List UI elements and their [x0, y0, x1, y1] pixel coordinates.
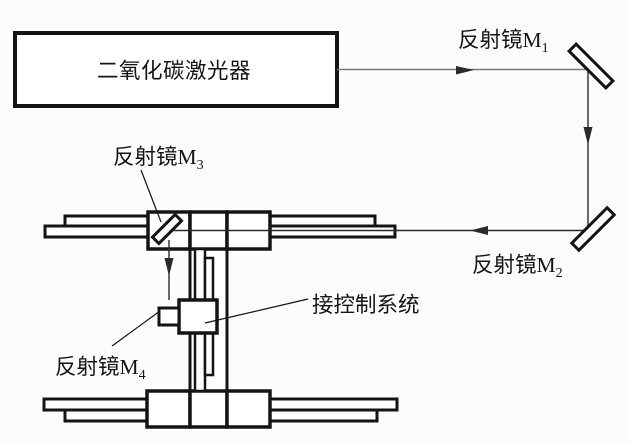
mirror-m4-housing: [157, 306, 181, 327]
beam-arrowhead-down2-icon: [164, 258, 174, 276]
beam-arrowhead-down1-icon: [583, 127, 593, 145]
label-mirror-m1: 反射镜M1: [458, 28, 549, 56]
rail-bottom-left-inner: [42, 397, 149, 412]
column-bottom-block: [188, 389, 229, 429]
bottom-right-block: [225, 389, 272, 429]
beam-arrowhead-right-icon: [456, 66, 474, 75]
label-control-system: 接控制系统: [312, 293, 420, 317]
leader-line-m3: [140, 169, 162, 223]
label-mirror-m4: 反射镜M4: [55, 355, 146, 383]
co2-laser-box: [13, 31, 339, 108]
rail-bottom-right-inner: [268, 397, 399, 412]
mirror-m3: [150, 212, 184, 246]
label-mirror-m3: 反射镜M3: [113, 145, 204, 173]
co2-laser-label: 二氧化碳激光器: [97, 59, 251, 83]
rail-bottom-right-outer: [268, 408, 379, 423]
rail-top-right-inner: [268, 224, 397, 239]
mirror-m2: [569, 205, 617, 253]
beam-arrowhead-left-icon: [470, 226, 488, 235]
leader-line-m4: [111, 310, 161, 347]
label-mirror-m2: 反射镜M2: [472, 253, 563, 281]
carriage-block: [177, 298, 219, 335]
leader-line-control: [204, 298, 309, 324]
mirror-m1: [566, 41, 616, 91]
bottom-left-block: [145, 389, 192, 429]
rail-top-left-inner: [43, 224, 150, 239]
rail-bottom-left-outer: [63, 408, 149, 423]
